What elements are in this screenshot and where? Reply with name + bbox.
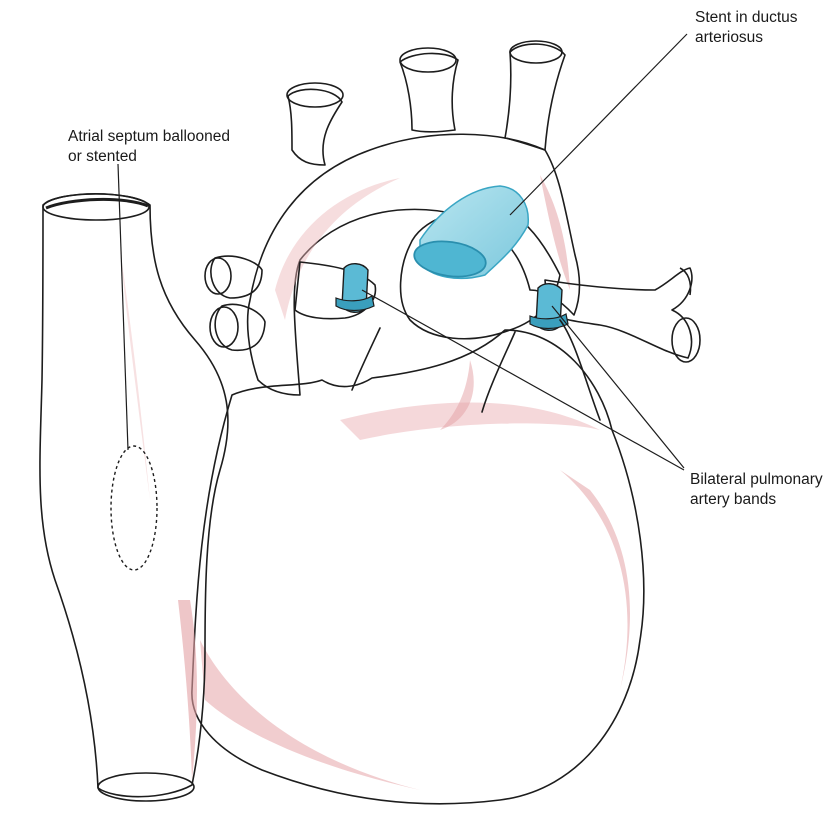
- label-stent-ductus: Stent in ductus arteriosus: [695, 8, 798, 48]
- leader-band-1: [362, 290, 684, 470]
- label-stent-line1: Stent in ductus: [695, 8, 798, 28]
- vena-cava-top-opening: [43, 194, 149, 220]
- leader-stent: [510, 34, 687, 215]
- left-carotid-artery: [400, 53, 458, 131]
- label-stent-line2: arteriosus: [695, 28, 798, 48]
- label-bands-line1: Bilateral pulmonary: [690, 470, 823, 490]
- label-atrial-line2: or stented: [68, 147, 230, 167]
- ductus-stent: [412, 186, 528, 281]
- label-atrial-septum: Atrial septum ballooned or stented: [68, 127, 230, 167]
- label-bands-line2: artery bands: [690, 490, 823, 510]
- vena-cava: [40, 194, 228, 797]
- atrial-septum-outline: [111, 446, 157, 570]
- left-pulmonary-vein-lower: [215, 304, 265, 350]
- label-atrial-line1: Atrial septum ballooned: [68, 127, 230, 147]
- pulmonary-band-right: [336, 264, 374, 313]
- brachiocephalic-artery: [288, 89, 342, 165]
- label-pulmonary-bands: Bilateral pulmonary artery bands: [690, 470, 823, 510]
